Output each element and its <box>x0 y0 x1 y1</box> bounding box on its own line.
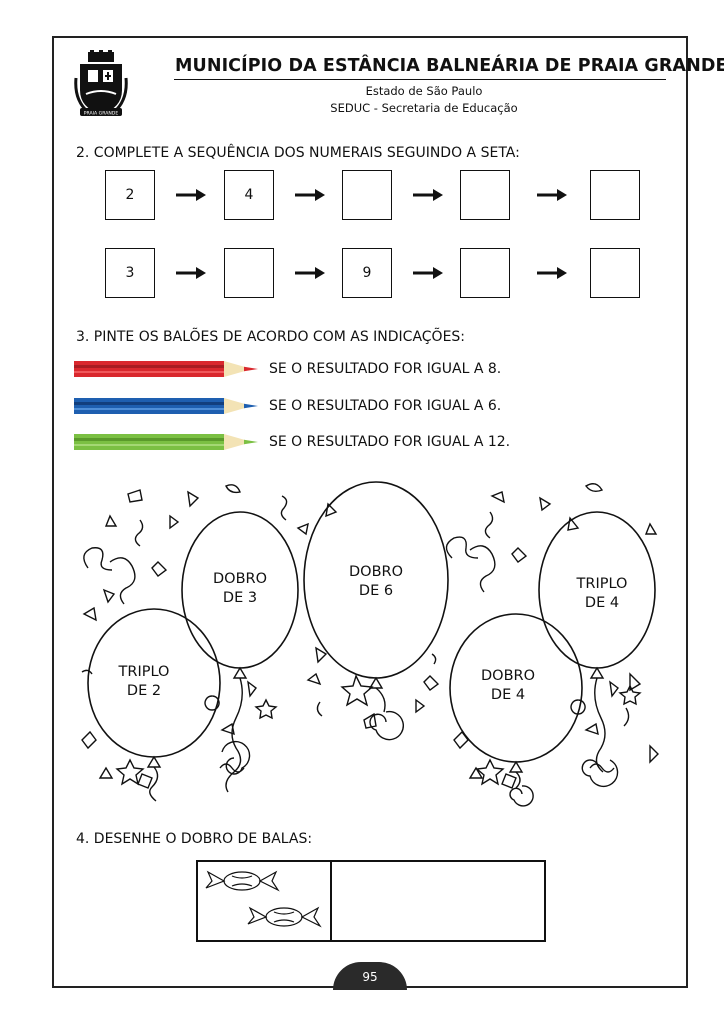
candy-drawing-area[interactable] <box>334 864 542 938</box>
candy-icon <box>205 870 280 892</box>
legend-red-text: SE O RESULTADO FOR IGUAL A 8. <box>269 361 502 377</box>
question-4-prompt: 4. DESENHE O DOBRO DE BALAS: <box>76 831 313 847</box>
green-pencil-icon <box>74 434 258 450</box>
balloon-label-line2: DE 4 <box>490 687 526 703</box>
balloons-illustration <box>81 481 659 807</box>
arrow-right-icon <box>537 267 567 279</box>
balloon-label-line2: DE 4 <box>584 595 620 611</box>
sequence-box[interactable] <box>342 170 392 220</box>
balloon-label-line1: TRIPLO <box>118 664 170 680</box>
question-3-prompt: 3. PINTE OS BALÕES DE ACORDO COM AS INDI… <box>76 329 466 345</box>
department-label: SEDUC - Secretaria de Educação <box>330 101 518 115</box>
red-pencil-icon <box>74 361 258 377</box>
arrow-right-icon <box>413 267 443 279</box>
sequence-box[interactable] <box>590 170 640 220</box>
balloon-label-line1: TRIPLO <box>576 576 628 592</box>
sequence-box[interactable] <box>224 248 274 298</box>
sequence-box[interactable] <box>460 170 510 220</box>
sequence-box[interactable] <box>460 248 510 298</box>
arrow-right-icon <box>295 189 325 201</box>
blue-pencil-icon <box>74 398 258 414</box>
page-number: 95 <box>333 962 407 990</box>
arrow-right-icon <box>176 267 206 279</box>
balloon-label-line1: DOBRO <box>212 571 267 587</box>
balloon-label-line1: DOBRO <box>480 668 535 684</box>
balloon-dobro-de-3[interactable]: DOBRO DE 3 <box>200 570 280 608</box>
arrow-right-icon <box>537 189 567 201</box>
city-crest-icon: PRAIA GRANDE <box>74 50 128 117</box>
candy-icon <box>247 906 322 928</box>
crest-motto: PRAIA GRANDE <box>84 111 119 117</box>
legend-green-text: SE O RESULTADO FOR IGUAL A 12. <box>269 434 511 450</box>
sequence-box: 4 <box>224 170 274 220</box>
candy-drawing-table <box>196 860 546 942</box>
balloon-dobro-de-6[interactable]: DOBRO DE 6 <box>336 563 416 601</box>
balloon-label-line2: DE 6 <box>358 583 394 599</box>
candy-table-divider <box>330 860 332 942</box>
balloon-label-line1: DOBRO <box>348 564 403 580</box>
state-label: Estado de São Paulo <box>365 84 483 98</box>
balloon-triplo-de-2[interactable]: TRIPLO DE 2 <box>104 663 184 701</box>
legend-blue-text: SE O RESULTADO FOR IGUAL A 6. <box>269 398 502 414</box>
sequence-box: 3 <box>105 248 155 298</box>
page-title: MUNICÍPIO DA ESTÂNCIA BALNEÁRIA DE PRAIA… <box>175 56 724 76</box>
arrow-right-icon <box>176 189 206 201</box>
balloon-label-line2: DE 2 <box>126 683 162 699</box>
arrow-right-icon <box>413 189 443 201</box>
balloon-dobro-de-4[interactable]: DOBRO DE 4 <box>468 667 548 705</box>
sequence-box: 2 <box>105 170 155 220</box>
question-2-prompt: 2. COMPLETE A SEQUÊNCIA DOS NUMERAIS SEG… <box>76 145 520 161</box>
sequence-box[interactable] <box>590 248 640 298</box>
sequence-box: 9 <box>342 248 392 298</box>
balloon-label-line2: DE 3 <box>222 590 258 606</box>
balloon-triplo-de-4[interactable]: TRIPLO DE 4 <box>562 575 642 613</box>
arrow-right-icon <box>295 267 325 279</box>
title-underline <box>174 79 666 80</box>
